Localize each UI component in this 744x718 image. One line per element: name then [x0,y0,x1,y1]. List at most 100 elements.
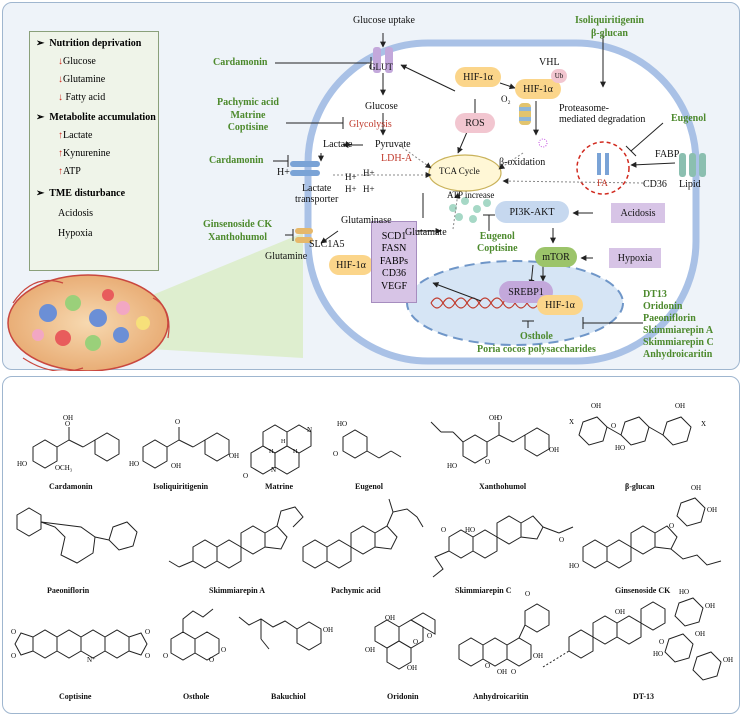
atp-dots [449,197,491,223]
atom-label: O [175,418,181,426]
drug-name: Skimmiarepin C [643,337,714,348]
glucan-structure [578,416,692,446]
atom-label: OH [675,402,686,410]
atom-label: H [269,449,274,455]
legend-item: Acidosis [58,208,93,219]
beam-shape [133,233,303,358]
hplus-scatter: H+ [345,172,357,182]
atom-label: OH [591,402,602,410]
atom-label: OH [723,656,734,664]
skimmiarepin-c-structure [432,515,574,578]
mechanism-panel: ➢ Nutrition deprivation ↓Glucose ↓Glutam… [2,2,740,371]
atom-label: OH [489,414,500,422]
drug-name: Oridonin [643,301,683,312]
drug-name: Isoliquiritigenin [575,15,644,26]
atom-label: O [333,450,339,458]
drug-name: Eugenol [479,231,515,242]
pyruvate-label: Pyruvate [375,139,411,150]
hypoxia-box: Hypoxia [609,248,661,268]
atom-label: O [485,662,491,670]
drug-name: β-glucan [590,27,628,39]
lactate-transporter [290,161,320,176]
atom-label: X [569,418,575,426]
drug-eugenol: Eugenol [671,113,707,124]
atom-label: O [441,526,447,534]
hif-pill-right: HIF-1α [515,79,561,99]
glut-transporter [373,47,393,73]
atom-label: HO [17,460,28,468]
atom-label: OH [705,602,716,610]
atom-label: OH [365,646,376,654]
drug-name: Pachymic acid [217,97,279,108]
legend: ➢ Nutrition deprivation ↓Glucose ↓Glutam… [29,31,159,271]
atom-label: O [145,652,151,660]
atom-label: HO [447,462,458,470]
atom-label: O [243,472,249,480]
proteasome-icon [519,103,531,125]
atom-label: O [669,522,675,530]
hplus-scatter: H+ [345,184,357,194]
drug-name: Matrine [230,109,266,121]
tca-cycle-label: TCA Cycle [439,166,480,176]
bakuchiol-structure [238,616,322,651]
o2-label: O₂ [501,94,511,104]
atom-label: OH [691,484,702,492]
molecule-name: Xanthohumol [479,482,527,491]
anhydroicaritin-structure [458,603,550,667]
drug-hif-group: DT13 Oridonin Paeoniflorin Skimmiarepin … [643,289,714,361]
drug-name: DT13 [643,289,667,300]
atom-label: OCH₃ [55,464,73,472]
atom-label: HO [679,588,690,596]
molecule-name: Anhydroicaritin [473,692,529,701]
fa-label: FA [597,178,608,188]
inhibition-lines [273,57,664,329]
target-gene: SCD1 [381,230,407,242]
molecule-name: Ginsenoside CK [615,586,671,595]
ub-badge: Ub [551,69,567,83]
beta-oxidation-label: β-oxidation [499,157,546,168]
atom-label: O [209,656,215,664]
molecule-name: Eugenol [355,482,384,491]
dt13-structure [542,597,722,681]
atom-label: HO [129,460,140,468]
target-gene: FABPs [379,255,409,267]
atom-label: N⁺ [87,656,96,664]
glutamate-label: Glutamate [405,227,447,238]
atom-label: X [701,420,707,428]
ros-pill: ROS [455,113,495,133]
molecule-name: Skimmiarepin A [209,586,266,595]
drug-name: Coptisine [477,243,518,254]
atom-label: O [413,638,419,646]
matrine-structure [250,424,312,475]
xanthohumol-structure [430,421,550,464]
legend-item: ↑ATP [58,166,81,177]
hif-nucleus-pill: HIF-1α [537,295,583,315]
molecule-name: Matrine [265,482,293,491]
drug-isoliquiritigenin-group: Isoliquiritigenin β-glucan [575,15,644,40]
drug-cardamonin-lactate: Cardamonin [209,155,264,166]
atom-label: H [293,449,298,455]
lipid-label: Lipid [679,179,701,190]
atp-increase-label: ATP increase [447,190,495,200]
paeoniflorin-structure [16,507,138,564]
atom-label: OH [695,630,706,638]
cd36-transporter [679,153,706,177]
legend-item: ↑Kynurenine [58,148,111,159]
atom-label: OH [229,452,240,460]
atom-label: O [65,420,71,428]
cd36-membrane-label: CD36 [643,179,667,190]
glut-label: GLUT [369,62,393,72]
target-gene: CD36 [382,268,406,280]
atom-label: O [485,458,491,466]
target-gene: FASN [381,243,407,255]
legend-tme-header: ➢ TME disturbance [36,188,126,199]
atom-label: HO [465,526,476,534]
atom-label: HO [615,444,626,452]
eugenol-structure [342,429,402,459]
atom-label: OH [323,626,334,634]
drug-name: Ginsenoside CK [203,219,273,230]
slc1a5-label: SLC1A5 [309,239,345,250]
drug-name: Anhydroicaritin [643,349,713,360]
hif-outside-pill: HIF-1α [329,255,373,275]
